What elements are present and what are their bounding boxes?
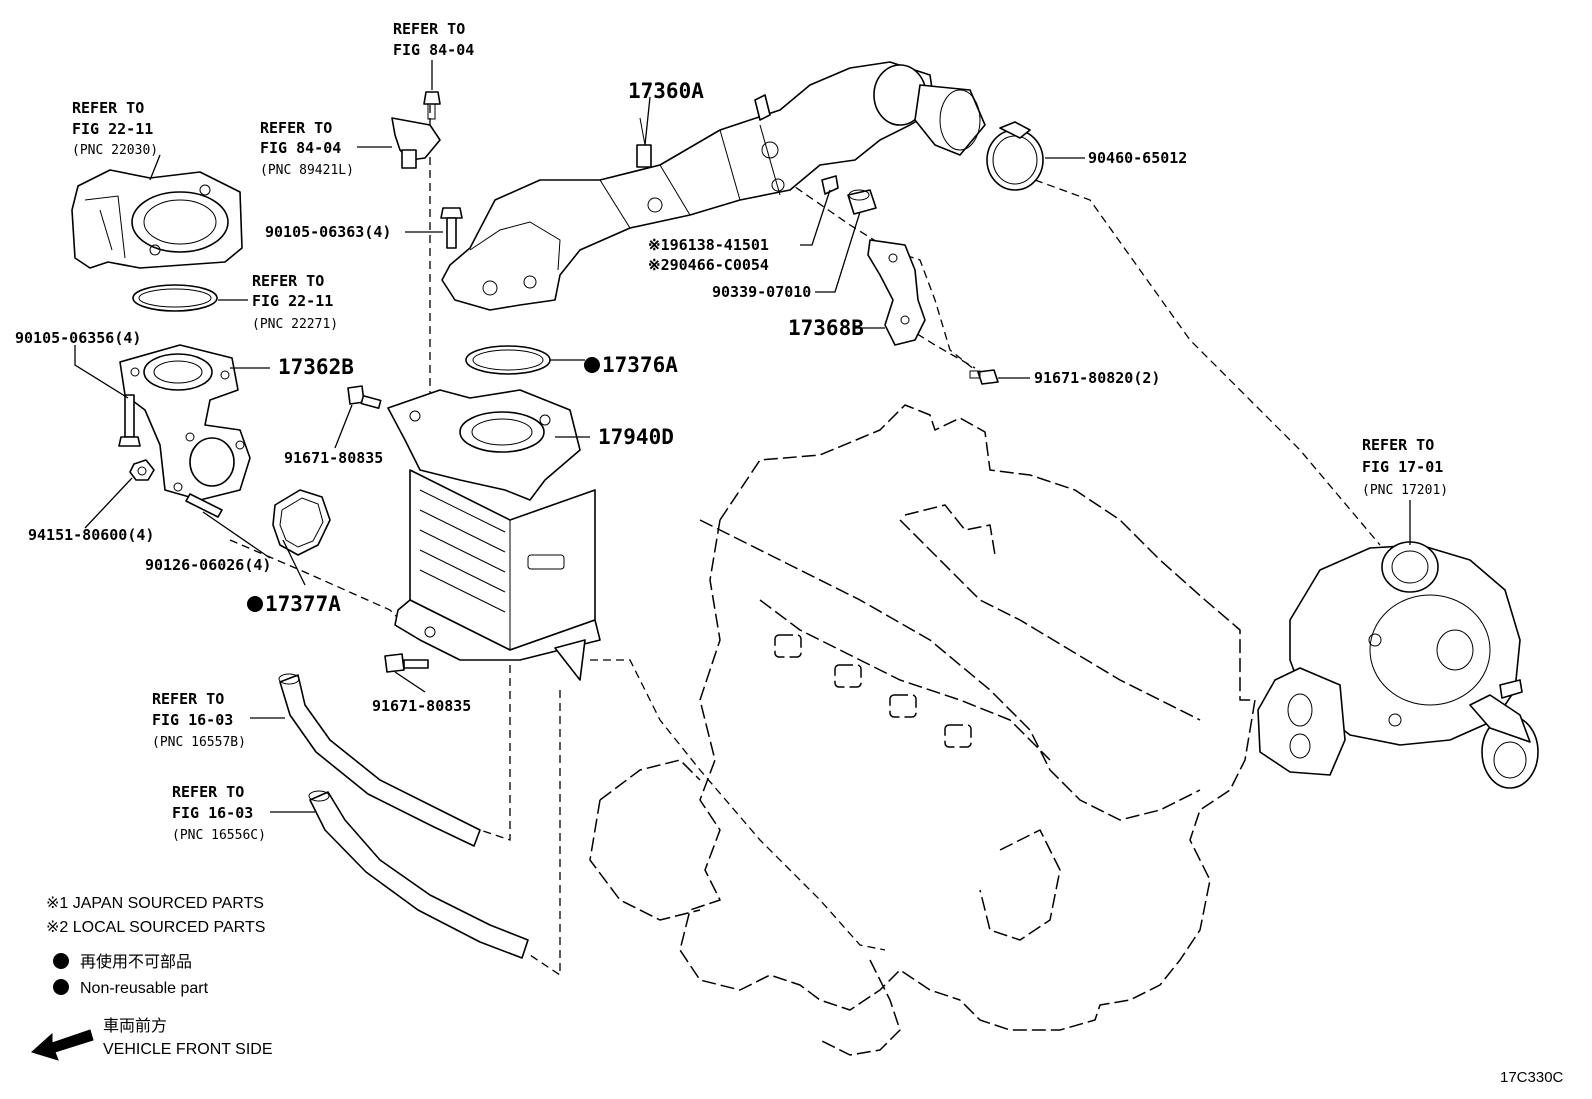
non-reusable-mark-17377A xyxy=(247,596,263,612)
label-91671-80835-upper[interactable]: 91671-80835 xyxy=(284,449,383,467)
label-90460-65012[interactable]: 90460-65012 xyxy=(1088,149,1187,167)
legend-japan-sourced: ※1 JAPAN SOURCED PARTS xyxy=(46,895,264,912)
refer-turbo-line2: FIG 17-01 xyxy=(1362,458,1443,476)
refer-gasket-line1: REFER TO xyxy=(252,272,324,290)
stud-90126-part[interactable] xyxy=(185,493,223,518)
throttle-bracket-17362B-part[interactable] xyxy=(119,344,251,501)
label-17360A[interactable]: 17360A xyxy=(628,79,704,103)
assembly-dashed-lines xyxy=(229,105,1381,977)
label-90105-06356[interactable]: 90105-06356(4) xyxy=(15,329,141,347)
legend-non-reusable-dot-en xyxy=(53,979,69,995)
bolt-91671-80835-lower-part[interactable] xyxy=(384,653,429,673)
bolt-90105-06356-part[interactable] xyxy=(118,394,141,447)
engine-block-outline xyxy=(589,404,1256,1056)
refer-hose-c-line1: REFER TO xyxy=(172,783,244,801)
refer-hose-b-pnc: (PNC 16557B) xyxy=(152,735,246,750)
legend-front-jp: 車両前方 xyxy=(103,1017,167,1035)
refer-turbo-pnc: (PNC 17201) xyxy=(1362,483,1448,498)
legend-non-reusable-dot-jp xyxy=(53,953,69,969)
bracket-17368B-part[interactable] xyxy=(867,239,926,346)
turbocharger-part[interactable] xyxy=(1257,541,1539,789)
refer-hose-c-line2: FIG 16-03 xyxy=(172,804,253,822)
intercooler-17940D-part[interactable] xyxy=(387,389,601,681)
bolt-90105-06363-part[interactable] xyxy=(440,207,463,249)
intercooler-duct-17360A-part[interactable] xyxy=(441,61,986,311)
legend-local-sourced: ※2 LOCAL SOURCED PARTS xyxy=(46,919,265,936)
refer-throttle-pnc: (PNC 22030) xyxy=(72,143,158,158)
figure-code: 17C330C xyxy=(1500,1069,1564,1086)
leader-lines xyxy=(74,60,1411,813)
refer-throttle-line1: REFER TO xyxy=(72,99,144,117)
hose-16556C-part[interactable] xyxy=(308,790,529,959)
label-17368B[interactable]: 17368B xyxy=(788,316,864,340)
refer-hose-c-pnc: (PNC 16556C) xyxy=(172,828,266,843)
label-90126-06026[interactable]: 90126-06026(4) xyxy=(145,556,271,574)
label-96138-41501[interactable]: ※196138-41501 xyxy=(648,236,769,254)
label-91671-80820[interactable]: 91671-80820(2) xyxy=(1034,369,1160,387)
label-91671-80835-lower[interactable]: 91671-80835 xyxy=(372,697,471,715)
refer-sensor-side-line1: REFER TO xyxy=(260,119,332,137)
gasket-17377A-part[interactable] xyxy=(272,489,331,556)
refer-sensor-top-line1: REFER TO xyxy=(393,20,465,38)
part-labels: REFER TO FIG 84-04 REFER TO FIG 22-11 (P… xyxy=(15,20,1448,843)
refer-gasket-pnc: (PNC 22271) xyxy=(252,317,338,332)
refer-turbo-line1: REFER TO xyxy=(1362,436,1434,454)
clip-96138-part[interactable] xyxy=(821,175,839,195)
front-arrow-icon xyxy=(31,1029,94,1061)
refer-throttle-line2: FIG 22-11 xyxy=(72,120,153,138)
legend: ※1 JAPAN SOURCED PARTS ※2 LOCAL SOURCED … xyxy=(31,895,273,1061)
nut-94151-part[interactable] xyxy=(129,459,155,481)
refer-sensor-side-line2: FIG 84-04 xyxy=(260,139,341,157)
refer-sensor-top-line2: FIG 84-04 xyxy=(393,41,474,59)
bolt-91671-80835-upper-part[interactable] xyxy=(347,385,382,409)
label-94151-80600[interactable]: 94151-80600(4) xyxy=(28,526,154,544)
legend-non-reusable-en: Non-reusable part xyxy=(80,980,209,997)
label-17362B[interactable]: 17362B xyxy=(278,355,354,379)
label-90466-C0054[interactable]: ※290466-C0054 xyxy=(648,256,769,274)
refer-hose-b-line1: REFER TO xyxy=(152,690,224,708)
pressure-sensor-part[interactable] xyxy=(391,91,441,169)
label-17376A[interactable]: 17376A xyxy=(602,353,678,377)
hose-clamp-90460-part[interactable] xyxy=(986,121,1044,191)
throttle-gasket-part[interactable] xyxy=(132,284,218,312)
refer-sensor-side-pnc: (PNC 89421L) xyxy=(260,163,354,178)
legend-front-en: VEHICLE FRONT SIDE xyxy=(103,1041,273,1058)
label-90105-06363[interactable]: 90105-06363(4) xyxy=(265,223,391,241)
label-17377A[interactable]: 17377A xyxy=(265,592,341,616)
gasket-17376A-part[interactable] xyxy=(465,345,551,375)
bolt-91671-80820-part[interactable] xyxy=(969,369,999,385)
label-90339-07010[interactable]: 90339-07010 xyxy=(712,283,811,301)
label-17940D[interactable]: 17940D xyxy=(598,425,674,449)
throttle-body-part[interactable] xyxy=(71,169,243,269)
refer-gasket-line2: FIG 22-11 xyxy=(252,292,333,310)
refer-hose-b-line2: FIG 16-03 xyxy=(152,711,233,729)
pipe-90339-part[interactable] xyxy=(847,189,877,215)
hose-16557B-part[interactable] xyxy=(278,673,481,847)
legend-non-reusable-jp: 再使用不可部品 xyxy=(80,953,192,971)
non-reusable-mark-17376A xyxy=(584,357,600,373)
